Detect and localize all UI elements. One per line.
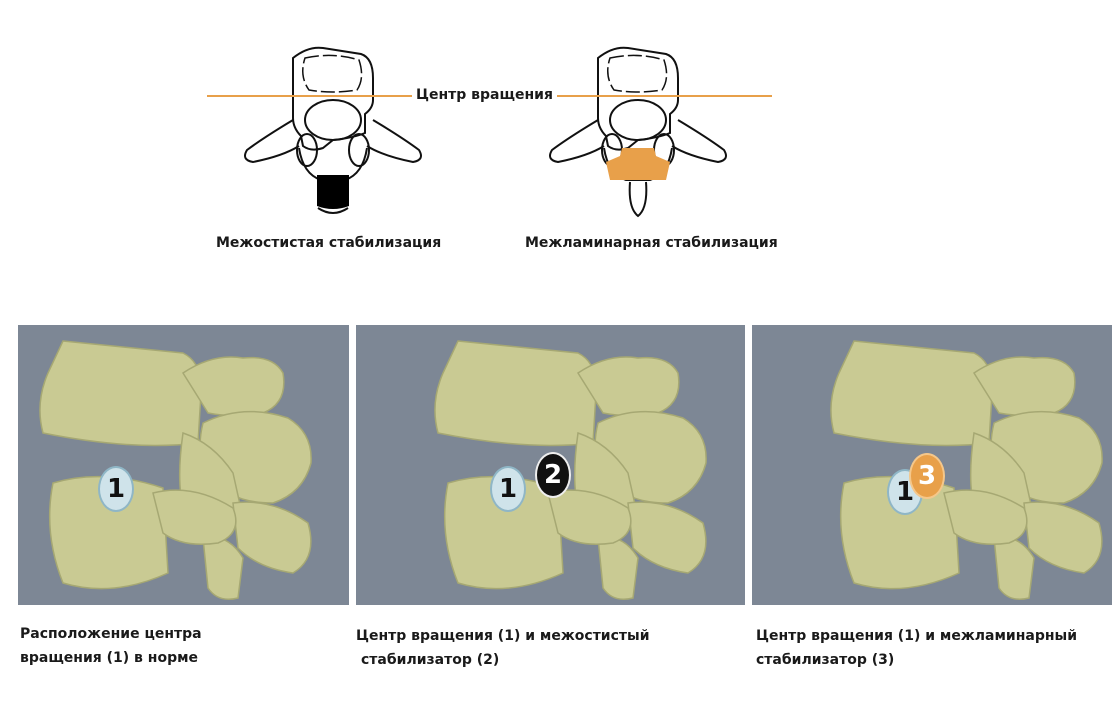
rotation-center-marker: 1	[490, 466, 526, 512]
caption-line: стабилизатор (2)	[361, 652, 500, 668]
vertebrae-3d-image	[434, 340, 707, 600]
panel-interspinous-caption: Центр вращения (1) и межостистый стабили…	[356, 624, 650, 672]
rotation-center-line-left	[207, 95, 412, 97]
rotation-center-line-right	[557, 95, 772, 97]
vertebrae-3d-image	[830, 340, 1103, 600]
caption-line: Центр вращения (1) и межостистый	[356, 628, 650, 644]
caption-line: Расположение центра	[20, 626, 202, 642]
rotation-center-label: Центр вращения	[416, 87, 553, 103]
panel-normal: 1	[18, 325, 349, 605]
interlaminar-vertebra-diagram	[549, 46, 727, 218]
caption-line: вращения (1) в норме	[20, 650, 199, 666]
interspinous-stabilizer	[317, 175, 349, 209]
interlaminar-caption: Межламинарная стабилизация	[525, 235, 778, 251]
rotation-center-marker: 1	[98, 466, 134, 512]
caption-line: стабилизатор (3)	[756, 652, 895, 668]
panel-normal-caption: Расположение центра вращения (1) в норме	[20, 622, 202, 670]
panel-interlaminar-caption: Центр вращения (1) и межламинарный стаби…	[756, 624, 1077, 672]
interspinous-vertebra-diagram	[244, 46, 422, 214]
interlaminar-stabilizer-marker: 3	[909, 453, 945, 499]
interspinous-caption: Межостистая стабилизация	[216, 235, 442, 251]
vertebrae-3d-image	[39, 340, 312, 600]
panel-interlaminar: 1 3	[752, 325, 1112, 605]
panel-interspinous: 1 2	[356, 325, 745, 605]
interspinous-stabilizer-marker: 2	[535, 452, 571, 498]
caption-line: Центр вращения (1) и межламинарный	[756, 628, 1078, 644]
interlaminar-stabilizer	[606, 148, 670, 180]
